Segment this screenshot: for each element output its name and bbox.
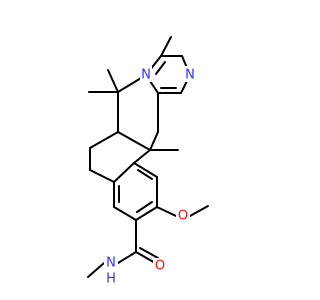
- atom-n-amide: N: [106, 256, 116, 271]
- bond: [189, 205, 209, 217]
- bond: [137, 169, 153, 180]
- bond: [117, 131, 151, 151]
- bond: [113, 206, 137, 221]
- atom-n-ring-right: N: [185, 68, 195, 83]
- atom-n-ring-left: N: [141, 68, 151, 83]
- bond: [117, 251, 137, 264]
- bond: [87, 262, 105, 278]
- atom-o-methoxy: O: [178, 209, 188, 224]
- molecule-structure: N N O O N H: [87, 36, 209, 287]
- atom-h-amide: H: [106, 272, 116, 287]
- atom-label-layer: N N O O N H: [104, 66, 196, 287]
- bond: [135, 206, 158, 221]
- bond: [155, 61, 166, 75]
- atom-o-carbonyl: O: [155, 259, 165, 274]
- bond: [156, 206, 177, 217]
- bond: [149, 131, 159, 151]
- bond: [136, 201, 153, 213]
- bond: [133, 162, 158, 178]
- bond-layer: [87, 36, 209, 278]
- bond: [89, 169, 115, 183]
- bond: [113, 162, 135, 183]
- bond: [133, 149, 151, 164]
- bond: [89, 131, 119, 149]
- bond: [107, 69, 119, 93]
- bond: [139, 247, 159, 259]
- bond: [160, 36, 172, 57]
